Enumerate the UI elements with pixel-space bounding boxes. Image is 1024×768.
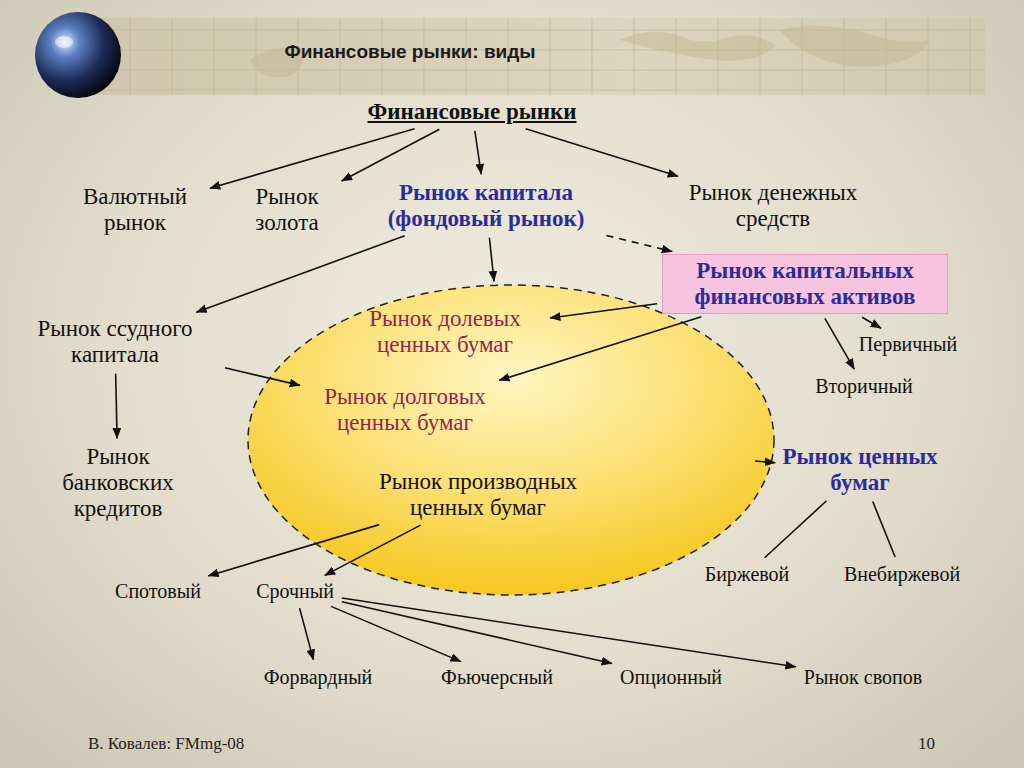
segment-label: Вторичный xyxy=(812,374,915,398)
derivatives-label: Рынок производных ценных бумаг xyxy=(348,468,608,522)
connector-arrow xyxy=(606,235,672,251)
market-label: Рынок золота xyxy=(237,183,337,237)
connector-arrow xyxy=(526,129,678,177)
equity-label: Рынок долевых ценных бумаг xyxy=(345,305,545,359)
node-text: Финансовые рынки xyxy=(368,99,577,125)
securities-ellipse: Рынок долевых ценных бумагРынок долговых… xyxy=(247,284,775,596)
node-text: Спотовый xyxy=(115,580,201,602)
node-text: Рынок долговых ценных бумаг xyxy=(308,384,502,436)
node-text: Рынок денежных средств xyxy=(656,180,890,232)
highlight-box: Рынок капитальных финансовых активов xyxy=(662,254,948,314)
securities-market-label: Рынок ценных бумаг xyxy=(760,443,960,497)
segment-label: Форвардный xyxy=(261,665,376,689)
node-text: Биржевой xyxy=(705,563,790,585)
node-text: Опционный xyxy=(620,666,722,688)
node-text: Рынок долевых ценных бумаг xyxy=(348,306,542,358)
globe-highlight xyxy=(55,36,73,48)
node-text: Первичный xyxy=(859,333,957,355)
node-text: Рынок золота xyxy=(240,184,334,236)
segment-label: Внебиржевой xyxy=(841,562,963,586)
segment-label: Спотовый xyxy=(112,579,204,603)
node-text: Рынок капитала (фондовый рынок) xyxy=(364,180,608,232)
header-band xyxy=(95,18,985,95)
node-text: Рынок ссудного капитала xyxy=(13,316,217,368)
node-text: Валютный рынок xyxy=(68,184,202,236)
connector-arrow xyxy=(475,131,481,174)
node-text: Рынок ценных бумаг xyxy=(763,444,957,496)
segment-label: Фьючерсный xyxy=(438,665,556,689)
connector-arrow xyxy=(489,238,494,282)
connector-arrow xyxy=(196,236,405,312)
connector-arrow xyxy=(342,129,440,181)
globe-icon xyxy=(35,12,121,98)
node-text: Форвардный xyxy=(264,666,373,688)
node-text: Рынок свопов xyxy=(804,666,922,688)
segment-label: Биржевой xyxy=(702,562,793,586)
node-text: Рынок капитальных финансовых активов xyxy=(673,258,937,310)
capital-market-label: Рынок капитала (фондовый рынок) xyxy=(361,179,611,233)
page-number: 10 xyxy=(918,734,935,754)
node-text: Срочный xyxy=(256,580,334,602)
segment-label: Срочный xyxy=(253,579,337,603)
segment-label: Рынок свопов xyxy=(801,665,925,689)
market-label: Рынок банковских кредитов xyxy=(38,443,198,522)
market-label: Рынок ссудного капитала xyxy=(10,315,220,369)
connector-arrow xyxy=(116,374,117,439)
connector-arrow xyxy=(331,606,461,661)
connector-arrow xyxy=(342,602,612,664)
map-grid xyxy=(95,18,985,95)
root-heading: Финансовые рынки xyxy=(365,98,580,126)
market-label: Валютный рынок xyxy=(65,183,205,237)
node-text: Внебиржевой xyxy=(844,563,960,585)
map-landmass xyxy=(250,26,930,77)
connector-arrow xyxy=(765,501,827,558)
segment-label: Первичный xyxy=(856,332,960,356)
connector-arrow xyxy=(862,317,881,328)
connector-arrow xyxy=(300,608,314,660)
author-footer: В. Ковалев: FMmg-08 xyxy=(88,734,244,754)
connector-arrow xyxy=(342,598,796,667)
segment-label: Опционный xyxy=(617,665,725,689)
debt-label: Рынок долговых ценных бумаг xyxy=(305,383,505,437)
connector-arrow xyxy=(873,502,895,557)
slide-title: Финансовые рынки: виды xyxy=(284,41,535,63)
node-text: Рынок банковских кредитов xyxy=(41,444,195,521)
market-label: Рынок денежных средств xyxy=(653,179,893,233)
node-text: Фьючерсный xyxy=(441,666,553,688)
connector-arrow xyxy=(210,129,415,189)
connector-arrow xyxy=(825,318,854,369)
node-text: Вторичный xyxy=(815,375,912,397)
node-text: Рынок производных ценных бумаг xyxy=(351,469,605,521)
